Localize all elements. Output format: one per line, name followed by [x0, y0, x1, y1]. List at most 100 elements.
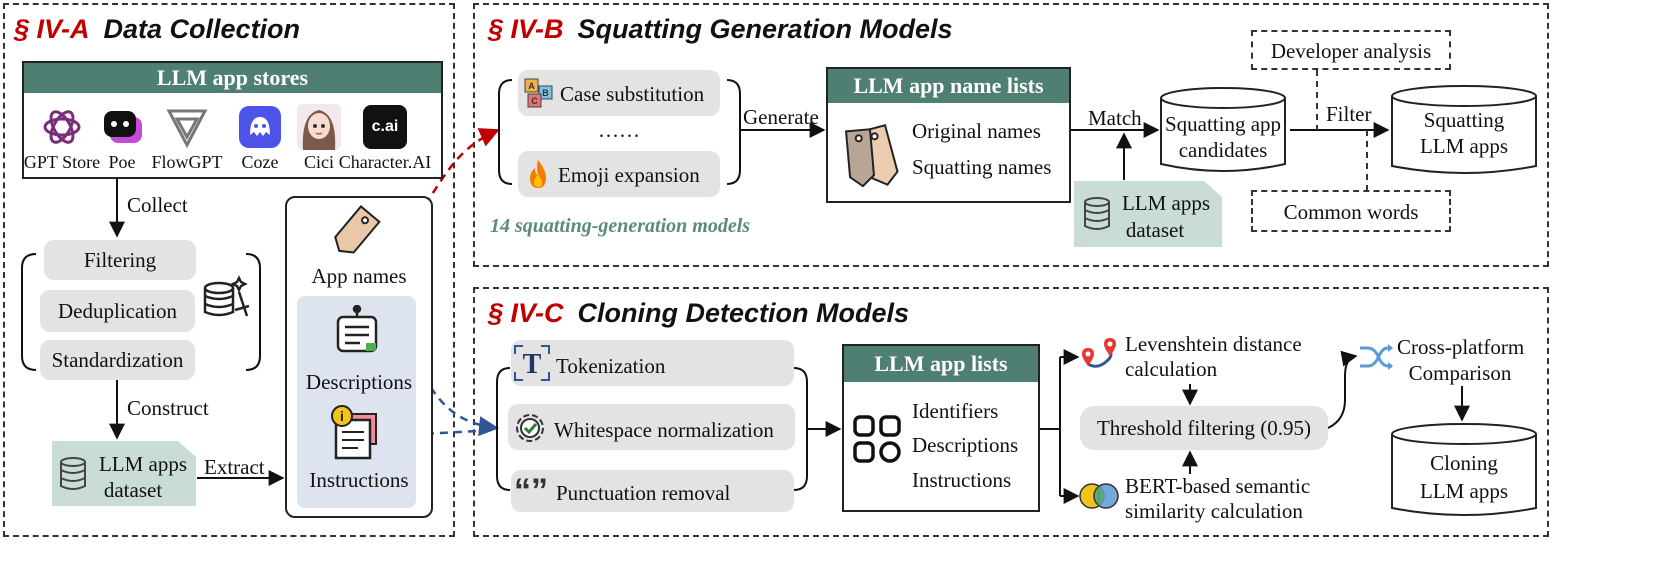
bracket-c-left	[496, 367, 511, 491]
step-filtering: Filtering	[44, 240, 196, 280]
dataset-box-a	[52, 441, 196, 506]
letter-blocks-icon: A B C	[524, 78, 554, 108]
app-names-label: App names	[311, 264, 407, 288]
section-ref: § IV-B	[488, 14, 564, 44]
database-cleaning-icon	[201, 272, 251, 322]
panel-cloning-detection	[473, 287, 1549, 537]
app-field-label: Instructions	[912, 468, 1012, 492]
store-label-poe: Poe	[108, 152, 136, 172]
cross-platform-label-1: Cross-platform	[1397, 335, 1525, 359]
method-label: Emoji expansion	[558, 163, 700, 187]
panel-data-collection	[3, 3, 455, 537]
descriptions-label: Descriptions	[305, 370, 413, 394]
candidates-label-2: candidates	[1178, 138, 1268, 162]
panel-squatting-generation	[473, 3, 1549, 267]
section-title: Squatting Generation Models	[577, 14, 953, 44]
step-standardization: Standardization	[40, 340, 195, 380]
step-label: Filtering	[83, 248, 157, 272]
dataset-label-b-2: dataset	[1125, 218, 1185, 242]
step-label: Deduplication	[58, 299, 177, 323]
cross-platform-label-2: Comparison	[1408, 361, 1512, 385]
bert-label-2: similarity calculation	[1125, 499, 1303, 523]
llm-app-stores-header: LLM app stores	[24, 63, 441, 93]
instruction-doc-icon: i	[330, 404, 380, 460]
section-a-title: § IV-A Data Collection	[14, 14, 300, 45]
text-t-icon: T	[513, 344, 551, 382]
bert-label-1: BERT-based semantic	[1125, 474, 1311, 498]
squatting-result-2: LLM apps	[1419, 134, 1509, 158]
app-lists-header: LLM app lists	[844, 346, 1038, 382]
svg-text:T: T	[523, 349, 542, 380]
store-label-coze: Coze	[241, 152, 279, 172]
section-ref: § IV-C	[488, 298, 564, 328]
flowgpt-logo-icon	[165, 105, 209, 149]
instructions-label: Instructions	[309, 468, 409, 492]
route-pins-icon	[1078, 336, 1120, 378]
squatting-names-label: Squatting names	[912, 155, 1052, 179]
cloning-apps-cylinder	[1390, 422, 1538, 522]
venn-icon	[1078, 480, 1120, 512]
bracket-left	[21, 253, 37, 371]
section-ref: § IV-A	[14, 14, 90, 44]
common-words-box: Common words	[1251, 190, 1451, 232]
bracket-b-left	[498, 79, 513, 185]
section-c-title: § IV-C Cloning Detection Models	[488, 298, 909, 329]
step-whitespace-normalization	[508, 404, 795, 450]
developer-analysis-box: Developer analysis	[1251, 30, 1451, 70]
threshold-filtering-box: Threshold filtering (0.95)	[1080, 406, 1328, 450]
generate-label: Generate	[743, 105, 819, 129]
collect-label: Collect	[127, 193, 188, 217]
method-emoji-expansion	[518, 151, 720, 197]
bracket-b-right	[726, 79, 741, 185]
developer-analysis-label: Developer analysis	[1270, 39, 1432, 63]
cici-logo-icon	[297, 104, 341, 150]
database-icon	[1082, 196, 1112, 232]
bracket-right	[245, 253, 261, 371]
store-label-characterai: Character.AI	[338, 152, 432, 172]
store-label-flowgpt: FlowGPT	[151, 152, 223, 172]
svg-text:i: i	[340, 408, 344, 424]
svg-text:A: A	[528, 81, 535, 91]
common-words-label: Common words	[1283, 200, 1419, 224]
cloning-step-label: Whitespace normalization	[554, 418, 774, 442]
app-field-label: Descriptions	[912, 433, 1019, 457]
svg-text:C: C	[531, 96, 538, 106]
filter-label: Filter	[1326, 102, 1372, 126]
app-field-label: Identifiers	[912, 399, 999, 423]
characterai-logo-icon: c.ai	[363, 105, 407, 149]
name-lists-header: LLM app name lists	[828, 69, 1069, 103]
cloning-result-2: LLM apps	[1419, 479, 1509, 503]
poe-logo-icon	[100, 105, 144, 149]
levenshtein-label-2: calculation	[1125, 357, 1218, 381]
original-names-label: Original names	[912, 119, 1041, 143]
dataset-label-a-2: dataset	[103, 478, 163, 502]
construct-label: Construct	[127, 396, 209, 420]
cloning-step-label: Punctuation removal	[556, 481, 731, 505]
app-lists-box: LLM app lists	[842, 344, 1040, 512]
dataset-box-b	[1074, 181, 1222, 247]
squatting-candidates-cylinder	[1159, 86, 1287, 178]
match-label: Match	[1088, 106, 1142, 130]
store-label-cici: Cici	[304, 152, 334, 172]
step-punctuation-removal	[511, 470, 794, 512]
tags-icon	[838, 118, 908, 188]
coze-logo-icon	[238, 105, 282, 149]
section-title: Data Collection	[103, 14, 301, 44]
gear-check-icon	[512, 410, 548, 446]
tag-icon	[330, 205, 382, 257]
step-tokenization	[511, 340, 794, 386]
method-label: Case substitution	[560, 82, 705, 106]
extract-label: Extract	[204, 455, 265, 479]
threshold-label: Threshold filtering (0.95)	[1096, 416, 1312, 440]
shuffle-arrows-icon	[1358, 340, 1394, 376]
squatting-apps-cylinder	[1390, 84, 1538, 180]
cloning-step-label: Tokenization	[556, 354, 666, 378]
section-title: Cloning Detection Models	[577, 298, 910, 328]
candidates-label-1: Squatting app	[1164, 112, 1282, 136]
description-doc-icon	[332, 304, 382, 355]
dataset-label-a-1: LLM apps	[98, 452, 188, 476]
squatting-result-1: Squatting	[1423, 108, 1505, 132]
database-icon	[58, 456, 88, 492]
method-ellipsis: ……	[598, 118, 640, 142]
